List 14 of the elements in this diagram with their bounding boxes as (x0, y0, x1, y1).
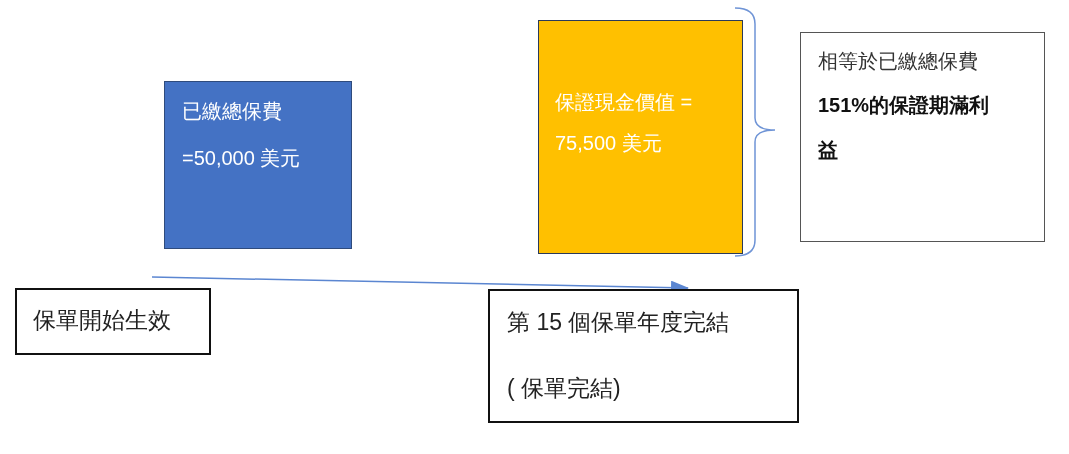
box-text: 第 15 個保單年度完結 (507, 308, 730, 337)
filled-box (538, 20, 743, 254)
box-text: 保證現金價值 = (555, 90, 693, 115)
box-text: 保單開始生效 (33, 306, 171, 335)
box-text: 相等於已繳總保費 (818, 49, 978, 74)
outlined-box (15, 288, 211, 355)
outlined-box (488, 289, 799, 423)
box-text: ( 保單完結) (507, 374, 621, 403)
box-text: =50,000 美元 (182, 146, 301, 171)
box-text: 151%的保證期滿利益 (818, 93, 991, 163)
filled-box (164, 81, 352, 249)
outlined-box (800, 32, 1045, 242)
box-text: 已繳總保費 (182, 99, 282, 124)
box-text: 75,500 美元 (555, 131, 662, 156)
